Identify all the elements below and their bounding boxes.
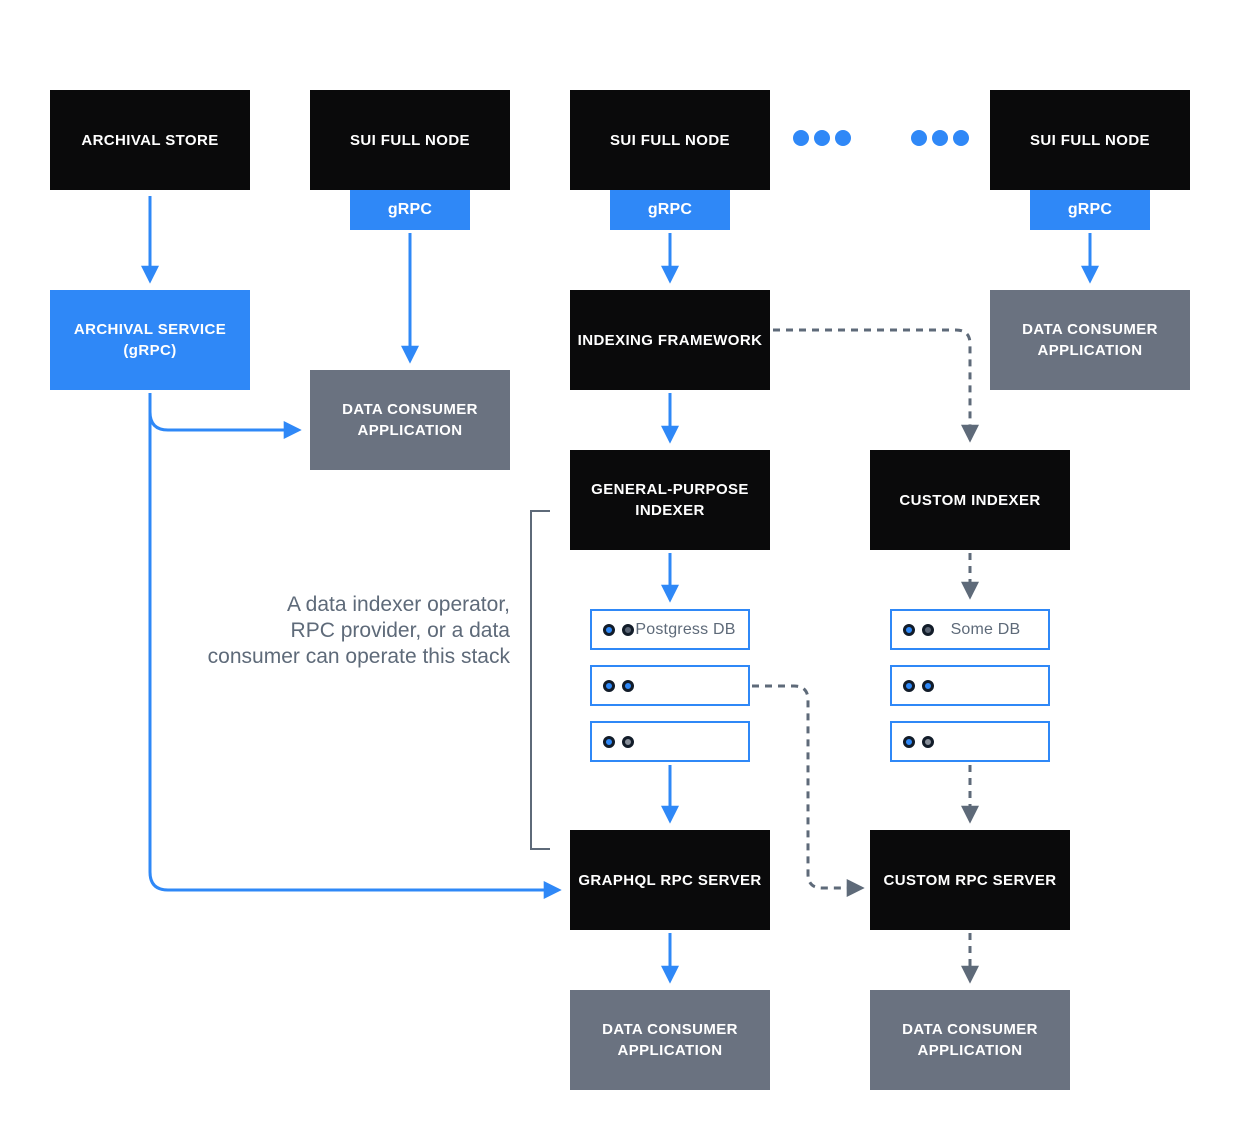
data-consumer-left-line2: APPLICATION xyxy=(357,422,463,439)
data-consumer-bottom-left-node: DATA CONSUMER APPLICATION xyxy=(570,990,770,1090)
db-status-dot xyxy=(622,735,634,748)
sui-full-node-3: SUI FULL NODE xyxy=(990,90,1190,190)
stack-bracket xyxy=(530,510,550,850)
ellipsis-dots-left xyxy=(793,130,851,146)
indexing-framework-label: INDEXING FRAMEWORK xyxy=(577,331,763,349)
ellipsis-dots-right xyxy=(911,130,969,146)
indexing-framework-node: INDEXING FRAMEWORK xyxy=(570,290,770,390)
db-status-dot xyxy=(903,623,915,636)
data-consumer-bottom-right-node: DATA CONSUMER APPLICATION xyxy=(870,990,1070,1090)
ellipsis-dot xyxy=(932,130,948,146)
data-consumer-right-top-line1: DATA CONSUMER xyxy=(1022,321,1158,338)
db-dots xyxy=(603,735,634,748)
db-status-dot xyxy=(603,735,615,748)
annotation-line-3: consumer can operate this stack xyxy=(207,645,510,668)
some-db-label: Some DB xyxy=(950,620,1021,638)
custom-indexer-label: CUSTOM INDEXER xyxy=(899,491,1041,509)
general-db-row-3 xyxy=(590,721,750,762)
postgress-db-row: Postgress DB xyxy=(590,609,750,650)
general-purpose-indexer-line2: INDEXER xyxy=(635,502,705,519)
db-dots xyxy=(903,679,934,692)
grpc-badge-1: gRPC xyxy=(350,190,470,230)
db-status-dot xyxy=(603,623,615,636)
sui-full-node-2: SUI FULL NODE xyxy=(570,90,770,190)
custom-indexer-node: CUSTOM INDEXER xyxy=(870,450,1070,550)
grpc-badge-3: gRPC xyxy=(1030,190,1150,230)
ellipsis-dot xyxy=(814,130,830,146)
data-consumer-bottom-left-line2: APPLICATION xyxy=(617,1042,723,1059)
data-consumer-left-node: DATA CONSUMER APPLICATION xyxy=(310,370,510,470)
graphql-rpc-server-node: GRAPHQL RPC SERVER xyxy=(570,830,770,930)
db-status-dot xyxy=(622,623,634,636)
ellipsis-dot xyxy=(835,130,851,146)
general-purpose-indexer-line1: GENERAL-PURPOSE xyxy=(591,481,749,498)
db-dots xyxy=(903,735,934,748)
data-consumer-left-line1: DATA CONSUMER xyxy=(342,401,478,418)
db-dots xyxy=(603,679,634,692)
custom-db-row-3 xyxy=(890,721,1050,762)
sui-full-node-1: SUI FULL NODE xyxy=(310,90,510,190)
some-db-row: Some DB xyxy=(890,609,1050,650)
data-consumer-bottom-right-line1: DATA CONSUMER xyxy=(902,1021,1038,1038)
db-status-dot xyxy=(922,679,934,692)
archival-store-label: ARCHIVAL STORE xyxy=(81,131,219,149)
grpc-badge-3-label: gRPC xyxy=(1067,201,1113,218)
annotation-line-2: RPC provider, or a data xyxy=(290,619,510,642)
operator-annotation: A data indexer operator, RPC provider, o… xyxy=(170,592,510,670)
ellipsis-dot xyxy=(793,130,809,146)
sui-full-node-2-label: SUI FULL NODE xyxy=(610,131,730,149)
custom-rpc-server-label: CUSTOM RPC SERVER xyxy=(883,871,1057,889)
custom-rpc-server-node: CUSTOM RPC SERVER xyxy=(870,830,1070,930)
sui-full-node-1-label: SUI FULL NODE xyxy=(350,131,470,149)
archival-service-line2: (gRPC) xyxy=(123,342,177,359)
data-consumer-right-top-line2: APPLICATION xyxy=(1037,342,1143,359)
general-db-row-2 xyxy=(590,665,750,706)
data-consumer-right-top-node: DATA CONSUMER APPLICATION xyxy=(990,290,1190,390)
grpc-badge-2-label: gRPC xyxy=(647,201,693,218)
general-purpose-indexer-node: GENERAL-PURPOSE INDEXER xyxy=(570,450,770,550)
db-status-dot xyxy=(622,679,634,692)
grpc-badge-1-label: gRPC xyxy=(387,201,433,218)
data-consumer-bottom-right-line2: APPLICATION xyxy=(917,1042,1023,1059)
db-dots xyxy=(603,623,634,636)
db-status-dot xyxy=(922,735,934,748)
grpc-badge-2: gRPC xyxy=(610,190,730,230)
db-status-dot xyxy=(903,679,915,692)
db-status-dot xyxy=(922,623,934,636)
arrow-service-to-consumer xyxy=(148,393,302,439)
ellipsis-dot xyxy=(953,130,969,146)
sui-full-node-3-label: SUI FULL NODE xyxy=(1030,131,1150,149)
ellipsis-dot xyxy=(911,130,927,146)
postgress-db-label: Postgress DB xyxy=(635,620,736,638)
db-status-dot xyxy=(603,679,615,692)
db-status-dot xyxy=(903,735,915,748)
data-consumer-bottom-left-line1: DATA CONSUMER xyxy=(602,1021,738,1038)
archival-service-line1: ARCHIVAL SERVICE xyxy=(73,321,227,338)
annotation-line-1: A data indexer operator, xyxy=(287,593,510,616)
custom-db-row-2 xyxy=(890,665,1050,706)
archival-service-node: ARCHIVAL SERVICE (gRPC) xyxy=(50,290,250,390)
graphql-rpc-server-label: GRAPHQL RPC SERVER xyxy=(578,871,762,889)
archival-store-node: ARCHIVAL STORE xyxy=(50,90,250,190)
arrow-indexing-to-custom-indexer xyxy=(773,328,979,443)
db-dots xyxy=(903,623,934,636)
